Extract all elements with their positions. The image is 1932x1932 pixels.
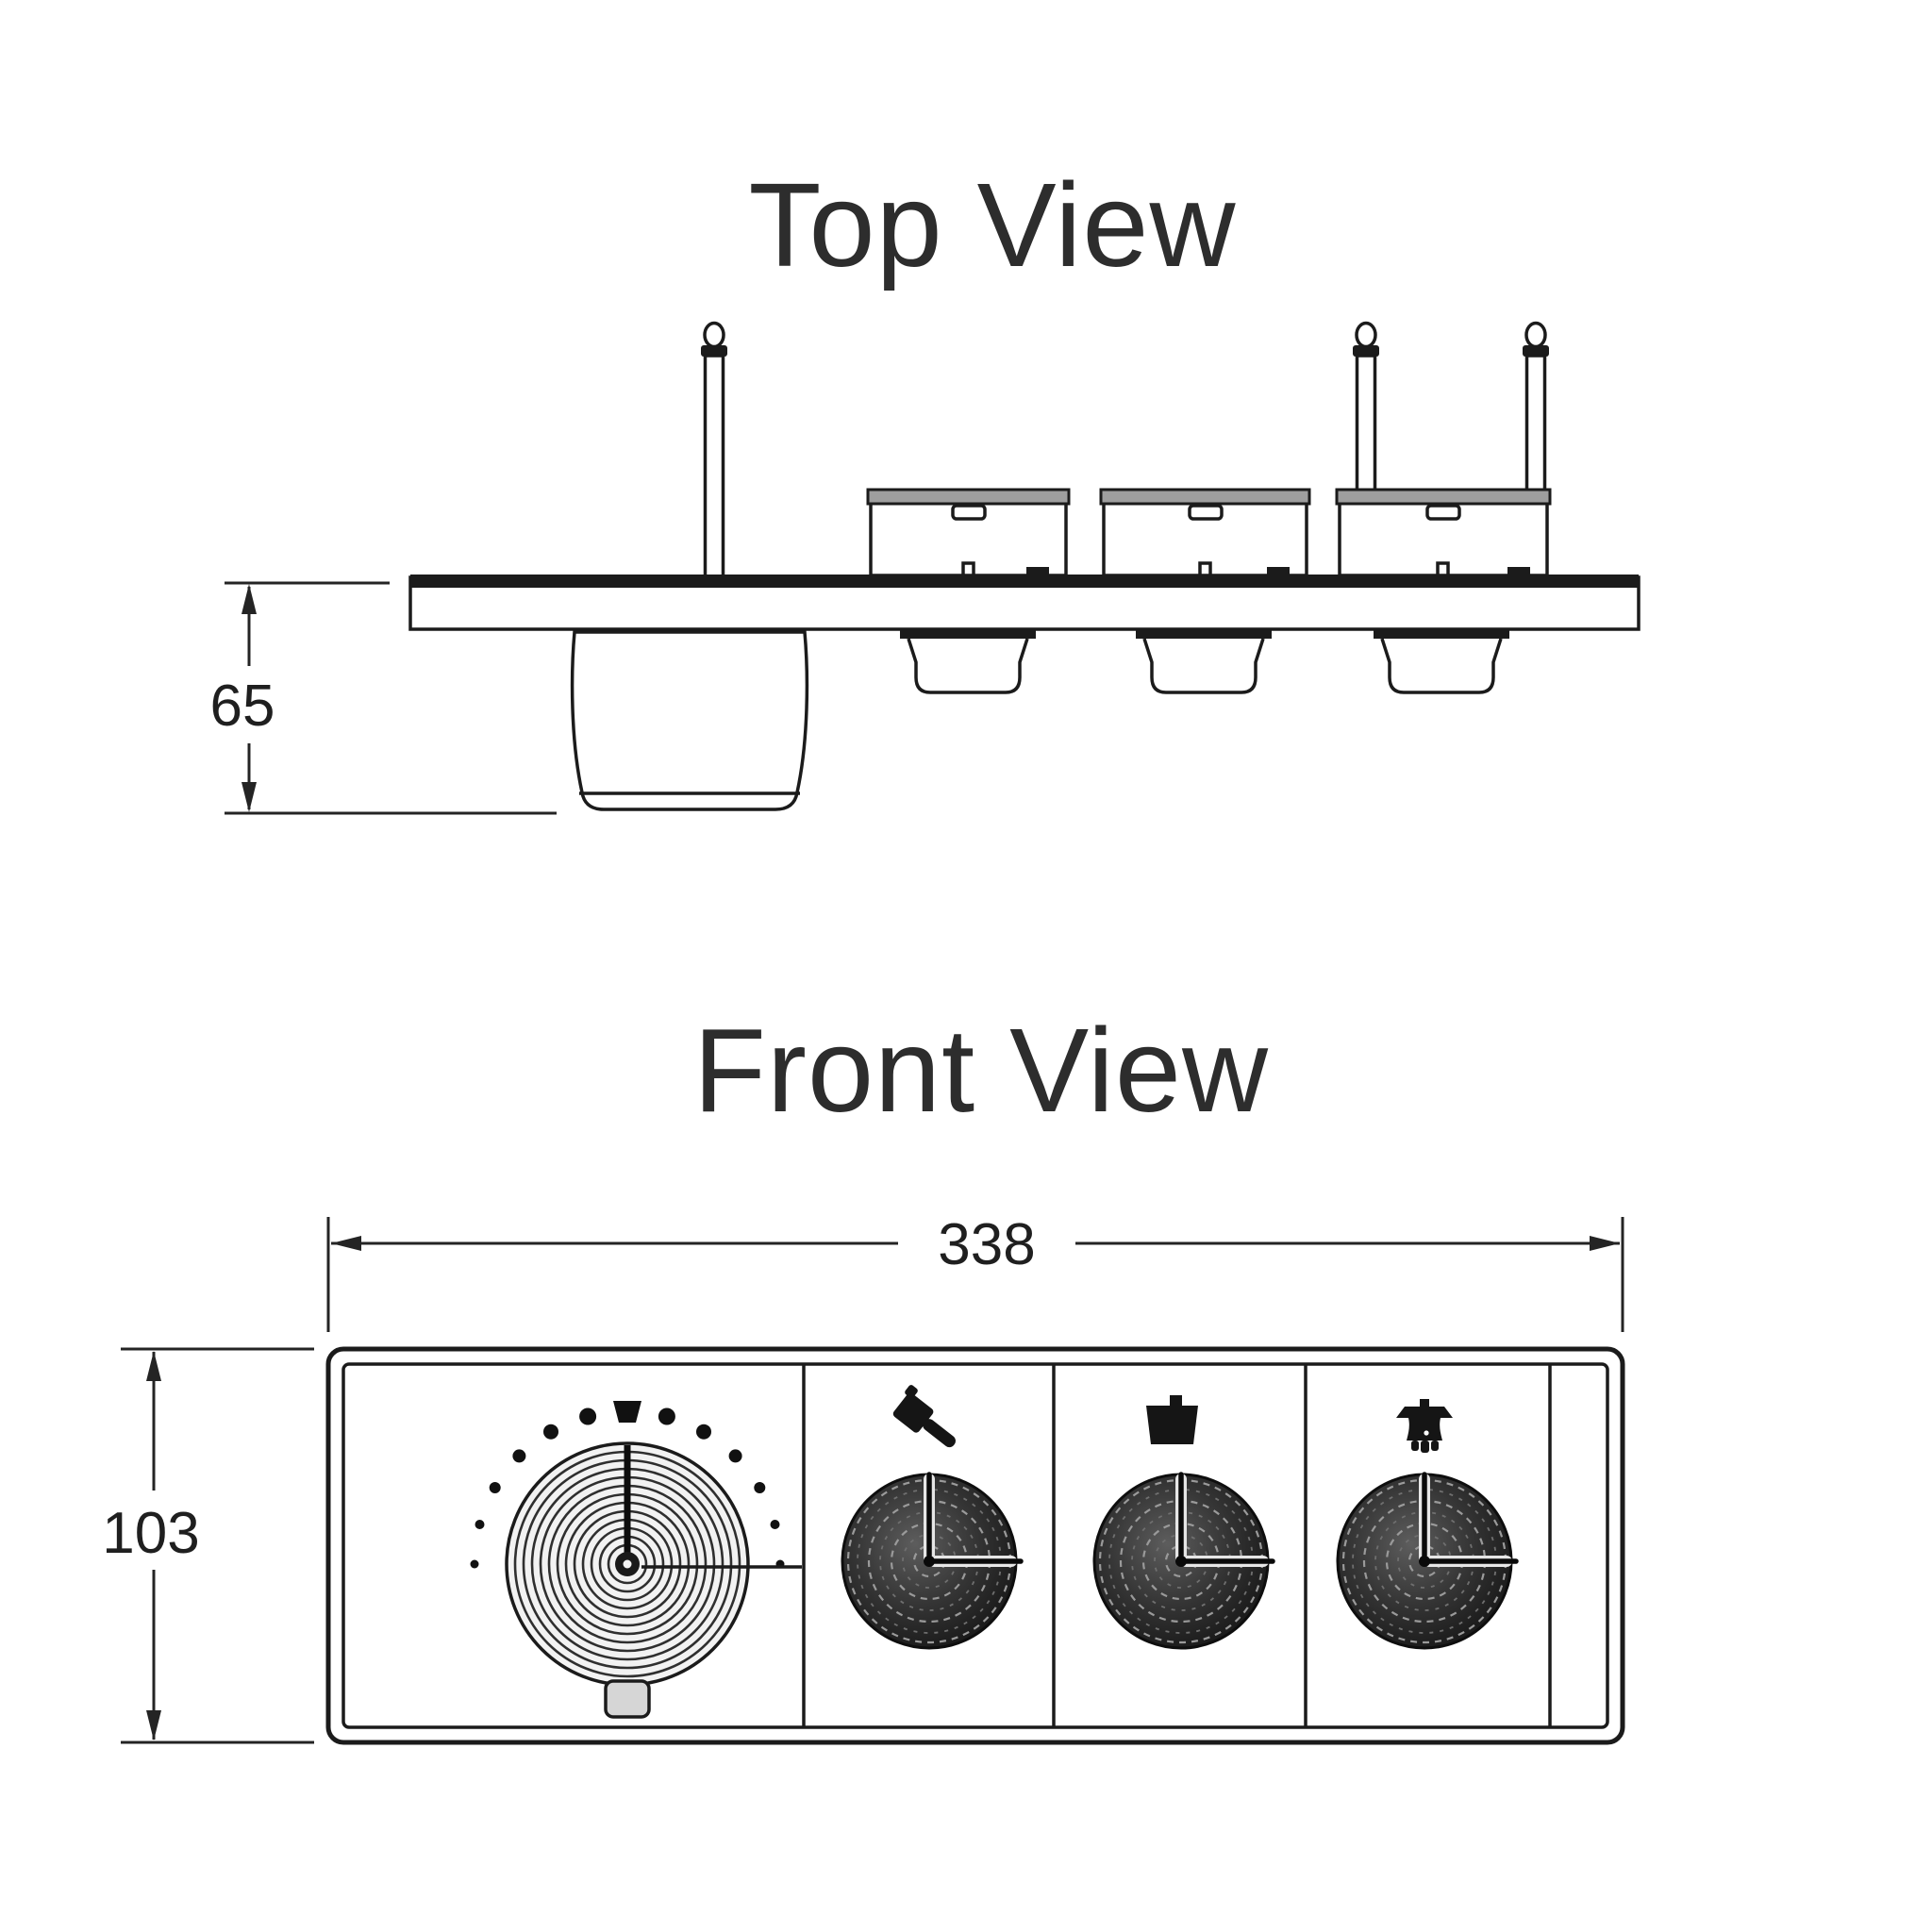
wall-plate [408,575,1641,631]
dimension-width-label: 338 [938,1212,1035,1277]
top-view-drawing: 65 [210,321,1641,815]
connection-rod-1 [1353,321,1379,493]
top-view-title: Top View [749,158,1237,291]
valve-box-3 [1335,488,1552,577]
connection-rod-2 [1523,321,1549,493]
dial-top-marker-icon [613,1401,641,1423]
front-view-title: Front View [693,1004,1269,1137]
temperature-knob-cup [570,630,809,811]
dial-tick-scale-icon [470,1401,785,1569]
dimension-depth-label: 65 [210,674,275,739]
bath-spout-icon [1146,1395,1198,1444]
dimension-width-338: 338 [326,1212,1624,1332]
volume-knob-stem-3 [1374,629,1509,694]
valve-box-2 [1099,488,1311,577]
volume-knob-stem-2 [1136,629,1272,694]
knob-overhead-shower [1336,1472,1519,1650]
valve-box-1 [866,488,1071,577]
temperature-dial [470,1401,802,1719]
dimension-height-103: 103 [102,1347,314,1744]
front-view-drawing: 338 103 [102,1212,1625,1745]
volume-knob-stem-1 [900,629,1036,694]
knob-hand-shower [841,1472,1024,1650]
knob-bath-spout [1092,1472,1275,1650]
dimension-height-label: 103 [102,1501,199,1566]
hand-shower-icon [892,1385,956,1448]
handle-lever [701,321,727,578]
dial-bottom-tab [604,1679,651,1719]
dimension-depth-65: 65 [210,581,557,815]
overhead-shower-icon [1396,1399,1453,1453]
